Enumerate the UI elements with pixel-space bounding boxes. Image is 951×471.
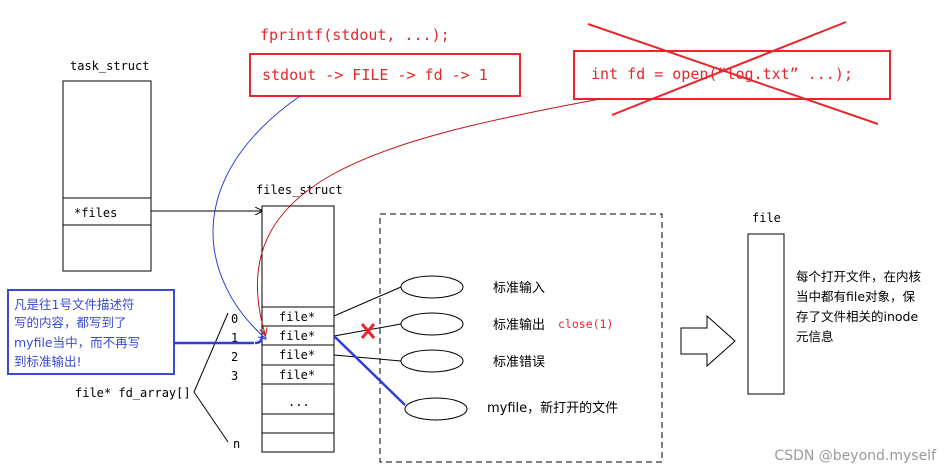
file-object-box [747, 233, 785, 395]
red-curve-arrow [256, 98, 601, 334]
open-call-text: int fd = open(“log.txt” ...); [591, 65, 853, 83]
file-desc-line-2: 当中都有file对象，保 [796, 289, 916, 304]
right-arrow-icon [680, 314, 736, 368]
fd-index-n: n [233, 437, 240, 451]
blue-curve-arrow [212, 95, 301, 338]
task-struct-files-field: *files [74, 206, 117, 220]
open-call-box [573, 50, 891, 100]
cross-out-line-2 [611, 21, 847, 116]
task-struct-box [62, 80, 152, 272]
fd-slot-3: file* [279, 368, 315, 382]
fd-array-bracket [193, 312, 229, 443]
fd-index-1: 1 [231, 331, 238, 345]
fd-array-label: file* fd_array[] [75, 386, 191, 400]
task-struct-title: task_struct [70, 59, 149, 73]
stdin-label: 标准输入 [493, 280, 545, 296]
close-call-label: close(1) [558, 317, 613, 331]
stdout-file-ellipse [400, 312, 464, 336]
annotation-box [7, 289, 175, 375]
watermark: CSDN @beyond.myself [774, 448, 937, 464]
annotation-line-3: myfile当中，而不再写 [14, 335, 140, 350]
fprintf-call-text: fprintf(stdout, ...); [260, 26, 450, 44]
fd2-pointer [333, 354, 402, 362]
file-object-title: file [752, 211, 781, 225]
file-desc-line-4: 元信息 [796, 329, 834, 344]
fd-slot-0: file* [279, 310, 315, 324]
fd-index-3: 3 [231, 369, 238, 383]
annotation-line-2: 写的内容，都写到了 [14, 315, 127, 330]
open-files-dashed-box [379, 213, 663, 463]
stdout-chain-text: stdout -> FILE -> fd -> 1 [262, 66, 488, 84]
files-struct-title: files_struct [256, 183, 343, 197]
annotation-line-1: 凡是往1号文件描述符 [14, 297, 134, 312]
cross-out-line-1 [587, 23, 879, 125]
fd-index-0: 0 [231, 312, 238, 326]
fd-slot-1: file* [279, 329, 315, 343]
file-desc-line-3: 存了文件相关的inode [796, 309, 918, 324]
stdout-label: 标准输出 [493, 317, 545, 333]
annotation-line-4: 到标准输出! [14, 354, 82, 369]
broken-link-icon-stroke [360, 323, 376, 339]
fd-slot-ellipsis: ... [288, 395, 310, 409]
stderr-label: 标准错误 [493, 355, 545, 370]
stdin-file-ellipse [400, 275, 464, 299]
myfile-file-ellipse [404, 397, 468, 421]
stdout-chain-box [249, 53, 521, 97]
fd1-new-pointer [333, 335, 406, 406]
stderr-file-ellipse [400, 349, 464, 373]
fd-slot-2: file* [279, 348, 315, 362]
annotation-connector-hook [254, 335, 264, 345]
fd-index-2: 2 [231, 350, 238, 364]
files-struct-box [261, 205, 335, 453]
fd0-pointer [333, 286, 402, 317]
myfile-label: myfile，新打开的文件 [487, 400, 618, 416]
file-desc-line-1: 每个打开文件，在内核 [796, 269, 922, 284]
